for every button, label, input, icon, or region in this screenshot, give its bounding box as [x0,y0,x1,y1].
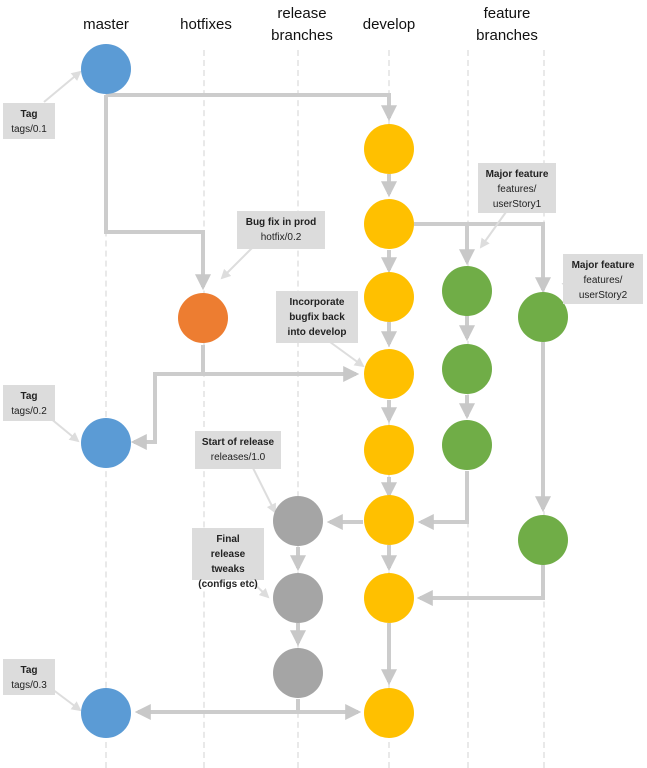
arrow-master-to-hotfix [104,95,211,291]
master-commit-3 [81,688,131,738]
note-tag-0-2-body: tags/0.2 [11,406,47,417]
feature2-commit-1 [518,292,568,342]
feature1-commit-1 [442,266,492,316]
develop-commit-3 [364,272,414,322]
lane-master [105,50,107,768]
release-commit-1 [273,496,323,546]
lane-hotfixes [203,50,205,768]
arrow-hotfix-to-master [130,372,203,450]
note-tag-0-1: Tag tags/0.1 [3,103,55,139]
develop-commit-7 [364,573,414,623]
pointer-feature1 [479,211,507,249]
pointer-bugfix [220,247,253,280]
note-major-feature-1: Major feature features/ userStory1 [478,163,556,213]
note-release-start-title: Start of release [201,437,275,448]
note-tag-0-3-body: tags/0.3 [11,680,47,691]
develop-commit-2 [364,199,414,249]
release-commit-2 [273,573,323,623]
note-feature2-body: features/ userStory2 [578,275,628,301]
note-tag-0-1-title: Tag [20,109,38,120]
note-final-release-tweaks: Final release tweaks (configs etc) [192,528,264,590]
header-develop: develop [362,16,416,33]
header-release-branches: release branches [271,5,333,44]
lane-release [297,50,299,768]
note-incorporate-bugfix: Incorporate bugfix back into develop [276,291,358,343]
note-tag-0-3-title: Tag [20,665,38,676]
master-commit-2 [81,418,131,468]
arrow-develop-to-features [414,222,551,294]
develop-commit-5 [364,425,414,475]
note-incorporate-title: Incorporate bugfix back into develop [287,297,347,338]
note-bug-fix-title: Bug fix in prod [245,217,317,228]
hotfix-commit [178,293,228,343]
master-commit-1 [81,44,131,94]
develop-commit-1 [364,124,414,174]
arrow-release-to-master [134,699,300,720]
feature1-commit-3 [442,420,492,470]
develop-commit-6 [364,495,414,545]
arrow-feature2-merge [416,565,545,606]
note-tag-0-2: Tag tags/0.2 [3,385,55,421]
pointer-release-start [249,461,276,514]
note-feature2-title: Major feature [571,260,635,271]
arrow-hotfix-to-develop [201,345,360,382]
pointer-incorporate [329,341,365,368]
header-feature-branches: feature branches [476,5,538,44]
pointer-tag01 [43,70,82,103]
note-final-tweaks-title: Final release tweaks (configs etc) [198,534,258,590]
note-tag-0-2-title: Tag [20,391,38,402]
note-tag-0-1-body: tags/0.1 [11,124,47,135]
note-bug-fix: Bug fix in prod hotfix/0.2 [237,211,325,249]
arrow-feature1-merge [417,471,469,530]
note-bug-fix-body: hotfix/0.2 [260,232,302,243]
header-master: master [83,16,129,33]
develop-commit-4 [364,349,414,399]
note-feature1-body: features/ userStory1 [492,184,542,210]
feature1-commit-2 [442,344,492,394]
note-tag-0-3: Tag tags/0.3 [3,659,55,695]
develop-commit-8 [364,688,414,738]
note-feature1-title: Major feature [485,169,549,180]
feature2-commit-2 [518,515,568,565]
note-release-start-body: releases/1.0 [210,452,266,463]
note-major-feature-2: Major feature features/ userStory2 [563,254,643,304]
note-start-of-release: Start of release releases/1.0 [195,431,281,469]
header-hotfixes: hotfixes [180,16,232,33]
release-commit-3 [273,648,323,698]
arrow-master-to-develop [106,93,397,122]
